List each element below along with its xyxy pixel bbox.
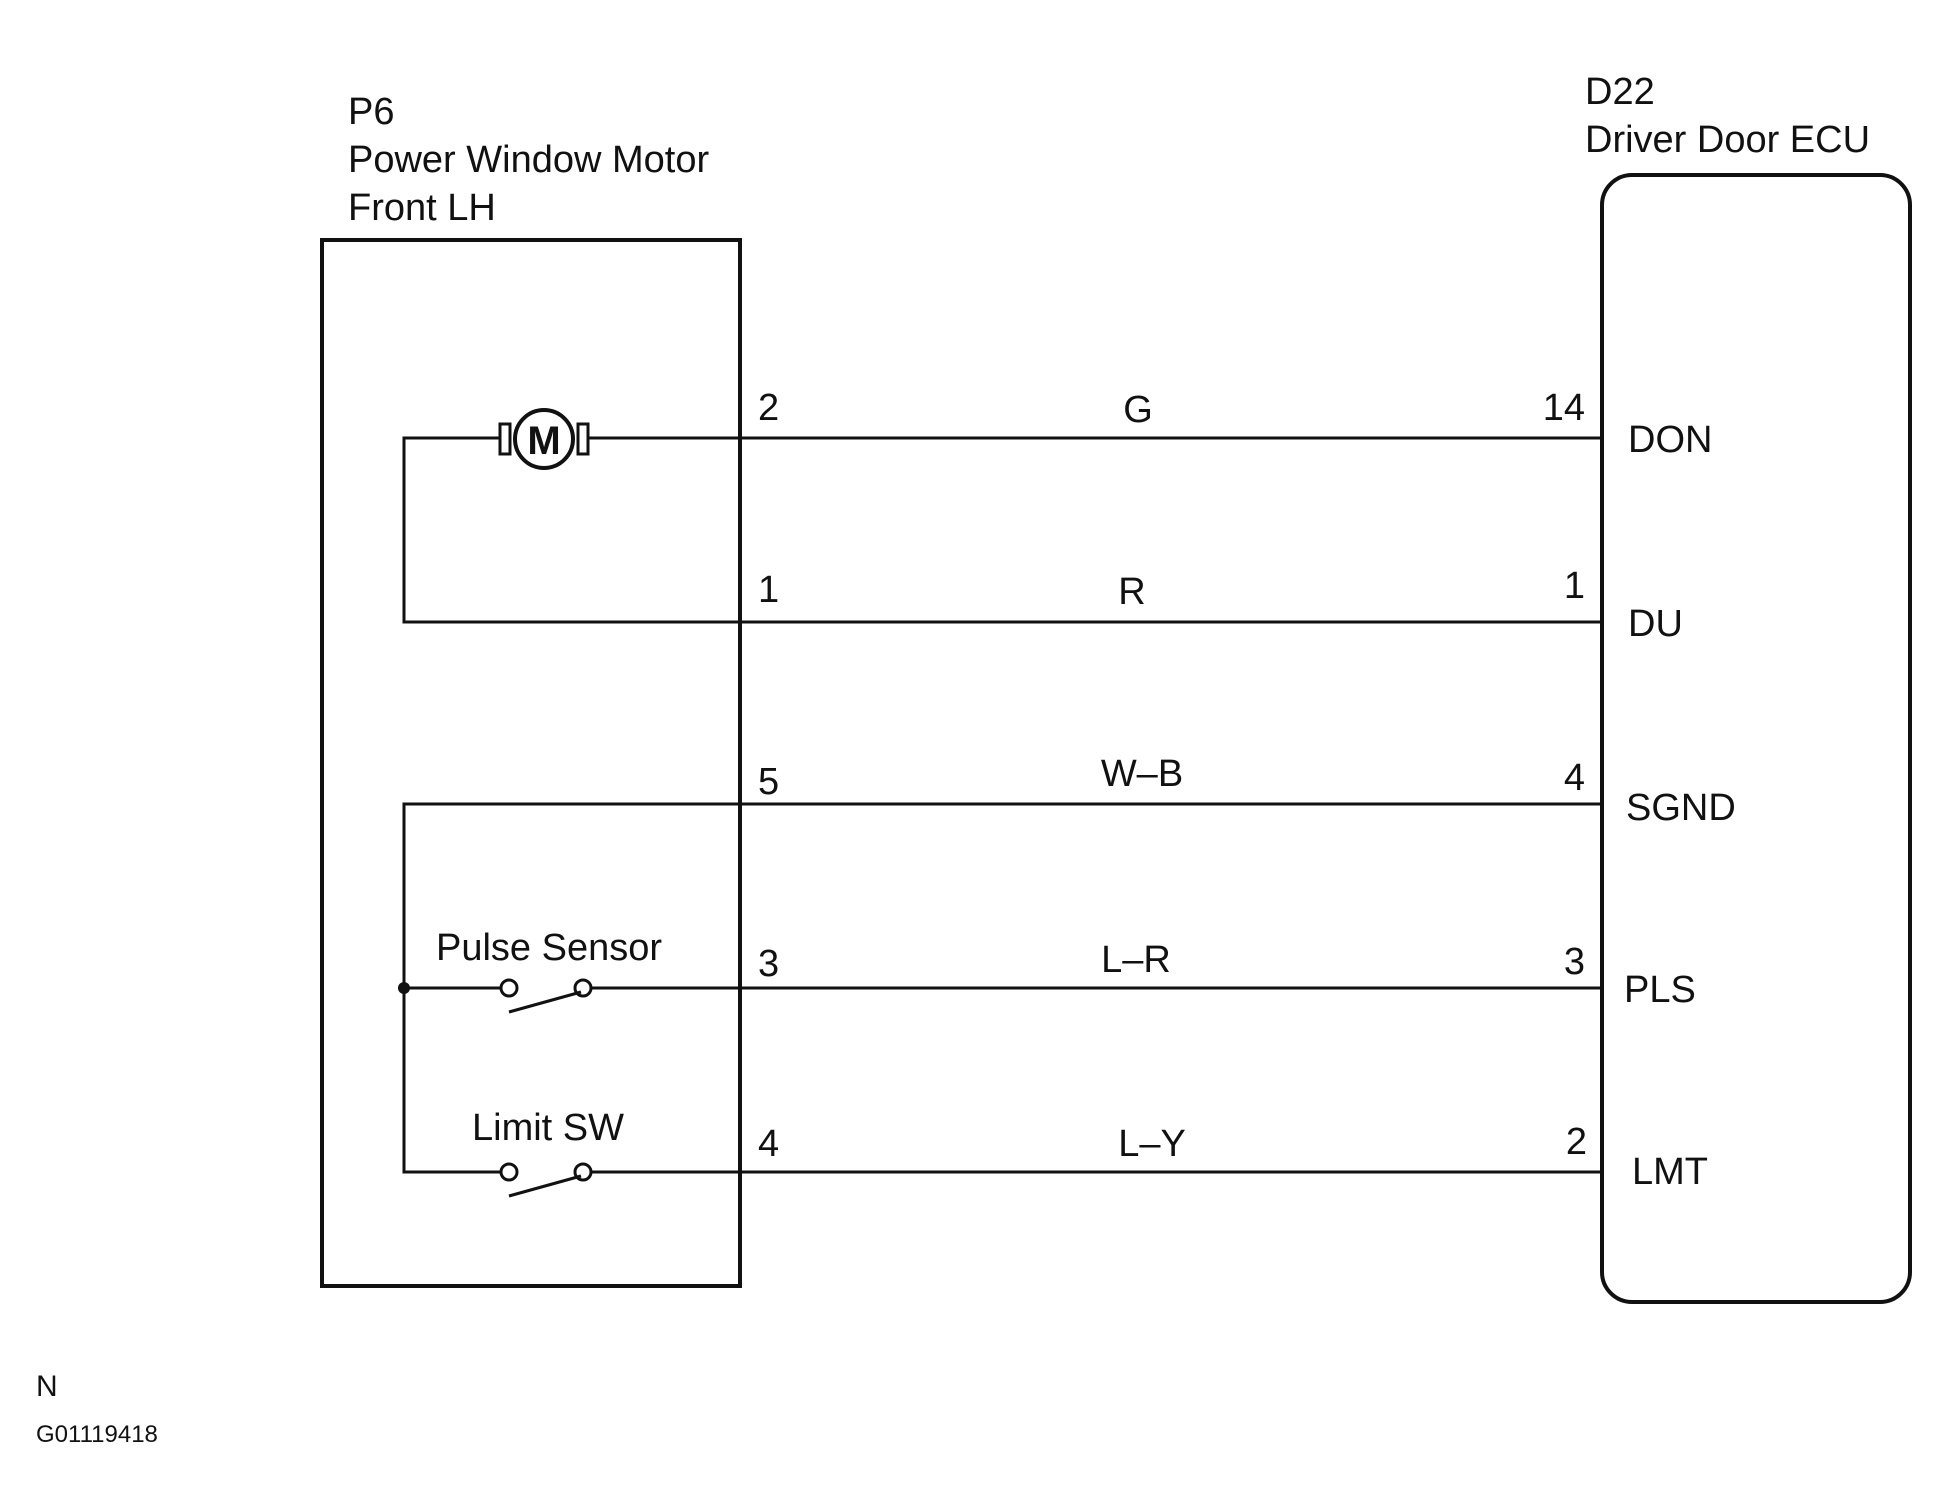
ecu-terminal-label: DU [1628, 603, 1683, 645]
motor-unit-housing [320, 238, 742, 1288]
ecu-pin-label: 2 [1566, 1121, 1587, 1163]
wire-color-label: W–B [1101, 753, 1183, 795]
ecu-pin-label: 3 [1564, 941, 1585, 983]
ecu-pin-label: 1 [1564, 565, 1585, 607]
wire-color-label: L–Y [1118, 1123, 1186, 1165]
motor-loop-wire [402, 436, 1602, 624]
motor-unit-name-line2: Front LH [348, 187, 496, 229]
motor-icon: M [498, 408, 590, 470]
ecu-terminal-label: LMT [1632, 1151, 1708, 1193]
motor-unit-code: P6 [348, 91, 394, 133]
pulse-sensor-label: Pulse Sensor [436, 927, 662, 969]
figure-code: G01119418 [36, 1421, 158, 1448]
ecu-housing [1600, 173, 1912, 1304]
ecu-name: Driver Door ECU [1585, 119, 1870, 161]
ecu-pin-label: 14 [1543, 387, 1585, 429]
ecu-terminal-label: DON [1628, 419, 1712, 461]
motor-pin-label: 1 [758, 569, 779, 611]
motor-unit-name-line1: Power Window Motor [348, 139, 709, 181]
wire-color-label: R [1118, 571, 1145, 613]
ecu-pin-label: 4 [1564, 757, 1585, 799]
footer-letter: N [36, 1370, 58, 1403]
wire-color-label: L–R [1101, 939, 1171, 981]
limit-switch-icon [499, 1162, 1602, 1198]
ecu-terminal-label: PLS [1624, 969, 1696, 1011]
motor-pin-label: 3 [758, 943, 779, 985]
ecu-code: D22 [1585, 71, 1655, 113]
limit-switch-label: Limit SW [472, 1107, 624, 1149]
wire-color-label: G [1123, 389, 1153, 431]
motor-pin-label: 4 [758, 1123, 779, 1165]
motor-pin-label: 5 [758, 761, 779, 803]
ecu-terminal-label: SGND [1626, 787, 1736, 829]
motor-pin-label: 2 [758, 387, 779, 429]
pulse-sensor-switch-icon [404, 978, 1602, 1014]
motor-symbol-label: M [527, 419, 560, 463]
